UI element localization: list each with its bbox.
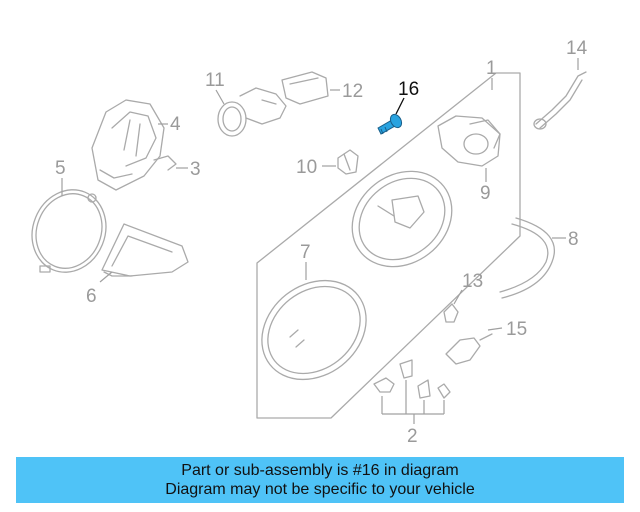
clip-set[interactable]	[373, 359, 451, 424]
callout-4: 4	[170, 114, 181, 135]
callout-15: 15	[506, 319, 527, 340]
banner-line-2: Diagram may not be specific to your vehi…	[165, 481, 475, 498]
rear-cap-assembly[interactable]	[91, 99, 177, 191]
banner-line-1: Part or sub-assembly is #16 in diagram	[181, 462, 459, 479]
callout-12: 12	[342, 81, 363, 102]
leveling-motor[interactable]	[217, 71, 329, 137]
socket[interactable]	[437, 115, 501, 167]
callout-6: 6	[86, 286, 97, 307]
screw[interactable]	[377, 112, 404, 135]
retaining-ring[interactable]	[20, 179, 118, 284]
callout-14: 14	[566, 38, 588, 59]
small-bulb[interactable]	[443, 303, 459, 323]
callout-16: 16	[398, 79, 419, 100]
callout-10: 10	[296, 157, 317, 178]
callout-1: 1	[486, 58, 497, 79]
trim-strip[interactable]	[499, 217, 556, 299]
callout-13: 13	[462, 271, 483, 292]
callout-9: 9	[480, 183, 491, 204]
wiring-lead[interactable]	[533, 71, 587, 130]
headlamp-housing[interactable]	[242, 72, 521, 419]
callout-7: 7	[300, 242, 311, 263]
leader-lines	[61, 58, 579, 331]
callout-2: 2	[407, 426, 418, 447]
bulb[interactable]	[337, 149, 359, 175]
callout-3: 3	[190, 159, 201, 180]
callout-11: 11	[205, 70, 225, 91]
parts-diagram: 1 2 3 4 5 6 7 8 9 10 11 12 13 14 15 16	[20, 38, 588, 447]
side-marker-bulb[interactable]	[445, 333, 493, 365]
mounting-bracket[interactable]	[101, 223, 189, 277]
info-banner: Part or sub-assembly is #16 in diagram D…	[16, 457, 624, 503]
callout-8: 8	[568, 229, 579, 250]
callout-5: 5	[55, 158, 66, 179]
